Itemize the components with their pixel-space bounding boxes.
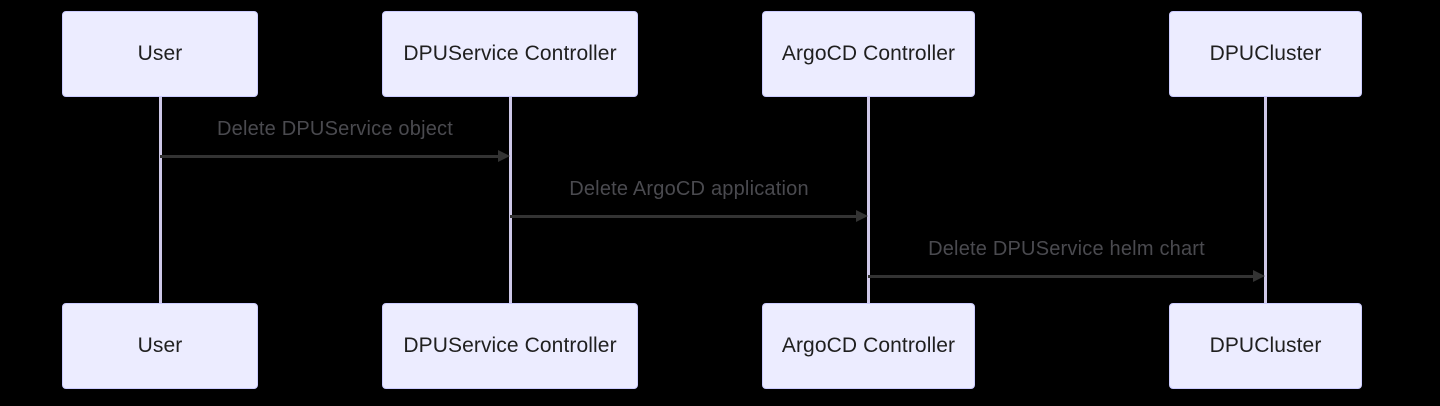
participant-box-user-top[interactable]: User: [62, 11, 258, 97]
arrow-head-icon: [1253, 270, 1265, 282]
lifeline-argocd-controller: [866, 97, 870, 303]
participant-box-dpuservice-controller-bottom[interactable]: DPUService Controller: [382, 303, 638, 389]
participant-box-dpucluster-top[interactable]: DPUCluster: [1169, 11, 1362, 97]
lifeline-dpuservice-controller: [508, 97, 512, 303]
message-label: Delete DPUService helm chart: [928, 238, 1205, 260]
participant-label-dpuservice-controller-top: DPUService Controller: [403, 42, 617, 66]
participant-label-dpucluster-top: DPUCluster: [1209, 42, 1322, 66]
lifeline-dpucluster: [1263, 97, 1267, 303]
participant-label-argocd-controller-bottom: ArgoCD Controller: [781, 334, 956, 358]
message-line: [510, 215, 856, 218]
participant-label-user-top: User: [137, 42, 183, 66]
participant-box-dpucluster-bottom[interactable]: DPUCluster: [1169, 303, 1362, 389]
participant-label-user-bottom: User: [137, 334, 183, 358]
participant-label-dpuservice-controller-bottom: DPUService Controller: [403, 334, 617, 358]
participant-label-argocd-controller-top: ArgoCD Controller: [781, 42, 956, 66]
message-label: Delete DPUService object: [216, 118, 453, 140]
message-line: [868, 275, 1253, 278]
participant-box-argocd-controller-top[interactable]: ArgoCD Controller: [762, 11, 975, 97]
arrow-head-icon: [498, 150, 510, 162]
message-line: [160, 155, 498, 158]
lifeline-user: [158, 97, 162, 303]
participant-box-argocd-controller-bottom[interactable]: ArgoCD Controller: [762, 303, 975, 389]
participant-box-dpuservice-controller-top[interactable]: DPUService Controller: [382, 11, 638, 97]
participant-label-dpucluster-bottom: DPUCluster: [1209, 334, 1322, 358]
arrow-head-icon: [856, 210, 868, 222]
participant-box-user-bottom[interactable]: User: [62, 303, 258, 389]
message-label: Delete ArgoCD application: [569, 178, 809, 200]
